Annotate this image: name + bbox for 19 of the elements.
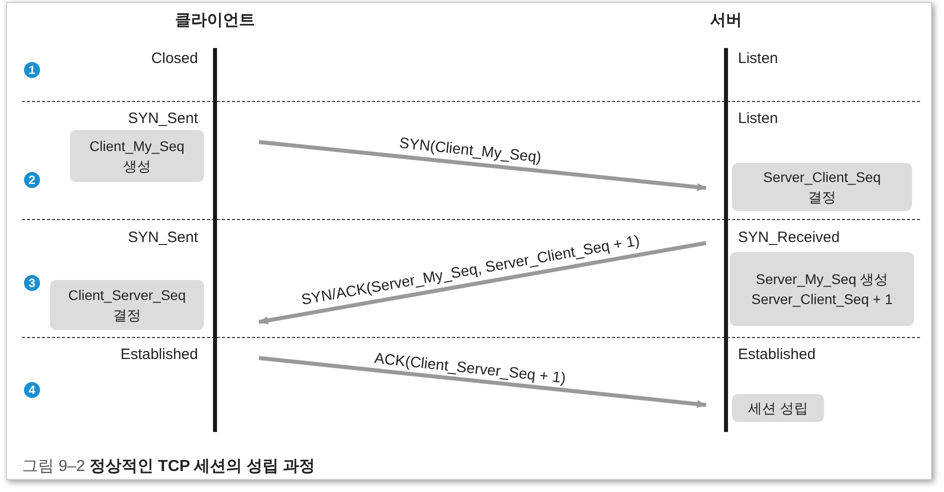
participant-heading: 서버 — [709, 11, 743, 31]
state-label: SYN_Sent — [128, 229, 198, 246]
note-box: Server_Client_Seq 결정 — [732, 163, 912, 211]
state-label: Established — [738, 346, 816, 363]
state-label: Closed — [151, 50, 198, 67]
state-label: SYN_Sent — [128, 110, 198, 127]
state-label: SYN_Received — [738, 229, 840, 246]
note-box: Client_My_Seq 생성 — [70, 130, 204, 182]
message-arrow — [258, 241, 706, 324]
state-label: Established — [120, 346, 198, 363]
note-box: Client_Server_Seq 결정 — [50, 280, 204, 330]
message-arrow — [258, 140, 707, 192]
figure-caption: 그림 9–2 정상적인 TCP 세션의 성립 과정 — [22, 457, 316, 477]
participant-heading: 클라이언트 — [174, 11, 256, 31]
note-box: Server_My_Seq 생성 Server_Client_Seq + 1 — [730, 252, 914, 326]
message-arrow — [258, 356, 707, 408]
note-box: 세션 성립 — [732, 394, 824, 422]
state-label: Listen — [738, 50, 778, 67]
state-label: Listen — [738, 110, 778, 127]
